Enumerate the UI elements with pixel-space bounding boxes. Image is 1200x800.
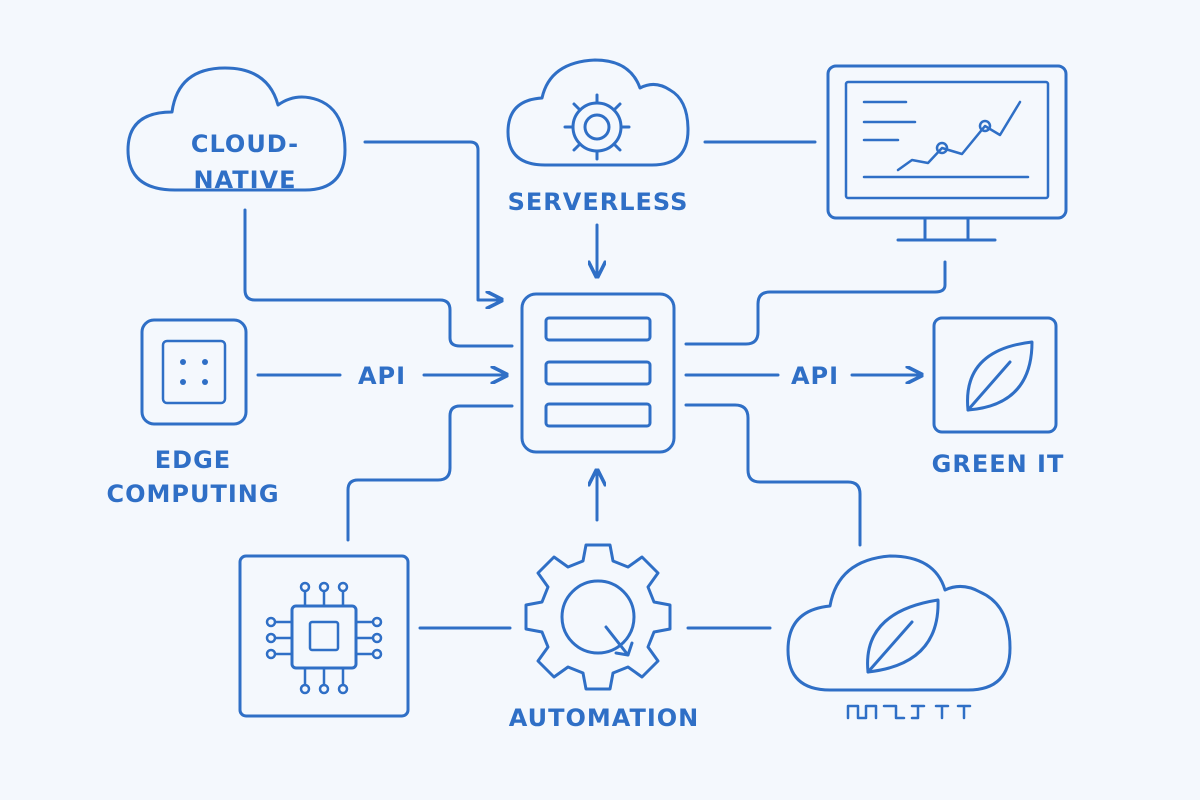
- dots-icon: [180, 359, 208, 385]
- edge-label-line2: COMPUTING: [106, 480, 279, 508]
- serverless-node: SERVERLESS: [506, 58, 690, 216]
- cloud-native-label-line2: NATIVE: [193, 166, 296, 194]
- edge-device-icon: [140, 318, 248, 426]
- central-server-node: [520, 292, 676, 454]
- line-chart-icon: [862, 100, 1030, 179]
- connector-cloudnative-down-to-hub: [243, 208, 514, 348]
- connector-monitor-to-hub: [684, 260, 947, 346]
- server-hub-box: [520, 292, 676, 454]
- gear-icon: [563, 93, 631, 161]
- cloud-icon: [506, 58, 690, 167]
- monitor-node: [826, 64, 1068, 242]
- monitor-icon: [826, 64, 1068, 220]
- glyph-squiggle-icon: [846, 704, 972, 720]
- green-it-node: GREEN IT: [932, 316, 1065, 478]
- cloud-native-label-line1: CLOUD-: [191, 130, 299, 158]
- chip-box: [238, 554, 410, 718]
- leaf-icon: [966, 340, 1034, 412]
- connector-chip-to-hub: [346, 404, 514, 542]
- green-it-label: GREEN IT: [932, 450, 1065, 478]
- automation-label: AUTOMATION: [509, 704, 699, 732]
- cloud-icon: [126, 66, 347, 192]
- leaf-icon: [866, 598, 940, 674]
- serverless-label: SERVERLESS: [508, 188, 689, 216]
- green-cloud-node: [786, 554, 1012, 720]
- green-it-box: [932, 316, 1058, 434]
- connectors: [243, 140, 947, 630]
- microchip-icon: [265, 581, 383, 695]
- api-label-right: API: [791, 362, 839, 390]
- automation-node: AUTOMATION: [509, 543, 699, 732]
- cloud-native-node: CLOUD- NATIVE: [126, 66, 347, 194]
- connector-hub-to-greencloud: [684, 403, 862, 547]
- server-rack-icon: [544, 316, 652, 428]
- connector-cloudnative-to-hub: [363, 140, 500, 300]
- edge-computing-node: EDGE COMPUTING: [106, 318, 279, 508]
- chip-node: [238, 554, 410, 718]
- api-label-left: API: [358, 362, 406, 390]
- edge-label-line1: EDGE: [155, 446, 231, 474]
- cloud-icon: [786, 554, 1012, 692]
- gear-icon: [524, 543, 672, 691]
